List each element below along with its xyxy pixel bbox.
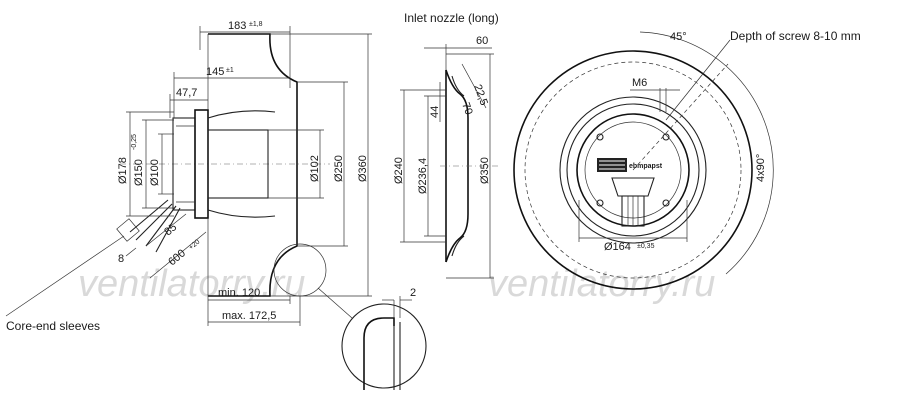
outer-circle xyxy=(513,50,753,290)
front-view: ebmpapst M6 Depth of screw 8-10 mm 45° 4… xyxy=(513,29,861,290)
dim-45-deg: 45° xyxy=(670,31,687,43)
dim-183-tolerance: ±1,8 xyxy=(249,21,263,28)
brand-logo-text: ebmpapst xyxy=(629,163,663,170)
dim-183: 183 xyxy=(228,20,246,32)
dim-250: Ø250 xyxy=(333,155,345,182)
dim-350: Ø350 xyxy=(479,157,491,184)
dim-150-tolerance: -0,25 xyxy=(131,134,138,150)
detail-marker-circle xyxy=(273,243,327,297)
dim-102: Ø102 xyxy=(309,155,321,182)
dim-164: Ø164 xyxy=(604,241,631,253)
dim-m6: M6 xyxy=(632,77,647,89)
label-depth-of-screw: Depth of screw 8-10 mm xyxy=(730,29,861,43)
watermark-left: ventilatorry.ru xyxy=(78,263,305,305)
side-view: 183 ±1,8 145 ±1 47,7 Ø178 Ø150 -0,25 Ø10… xyxy=(5,20,372,333)
detail-view: 2 xyxy=(341,287,427,390)
dim-47-7: 47,7 xyxy=(176,87,197,99)
dim-236-4: Ø236,4 xyxy=(417,158,429,194)
dim-100: Ø100 xyxy=(149,159,161,186)
detail-circle xyxy=(341,303,427,389)
dim-145-tolerance: ±1 xyxy=(226,67,234,74)
motor-hub xyxy=(207,129,269,199)
dim-4x90-deg: 4x90° xyxy=(755,154,767,182)
dim-44: 44 xyxy=(429,106,441,118)
motor-ring xyxy=(559,96,707,244)
dim-max-172-5: max. 172,5 xyxy=(222,310,276,322)
screw-hole xyxy=(662,199,670,207)
dim-min-120: min. 120 xyxy=(218,287,260,299)
screw-hole xyxy=(596,199,604,207)
dim-178: Ø178 xyxy=(117,157,129,184)
dim-164-tolerance: ±0,35 xyxy=(637,243,655,250)
label-core-end-sleeves: Core-end sleeves xyxy=(6,319,100,333)
dim-8: 8 xyxy=(118,253,124,265)
dim-600-tolerance: +20 xyxy=(188,238,202,251)
label-inlet-nozzle: Inlet nozzle (long) xyxy=(404,11,499,25)
dim-240: Ø240 xyxy=(393,157,405,184)
dim-360: Ø360 xyxy=(357,155,369,182)
dim-60: 60 xyxy=(476,35,488,47)
inlet-nozzle-view: Inlet nozzle (long) 60 22,5 70 44 Ø240 Ø… xyxy=(393,11,500,279)
dim-22-5: 22,5 xyxy=(471,83,490,107)
dim-70: 70 xyxy=(459,101,474,117)
dim-145: 145 xyxy=(206,66,224,78)
dim-2: 2 xyxy=(410,287,416,299)
screw-hole xyxy=(596,133,604,141)
dim-150: Ø150 xyxy=(133,159,145,186)
